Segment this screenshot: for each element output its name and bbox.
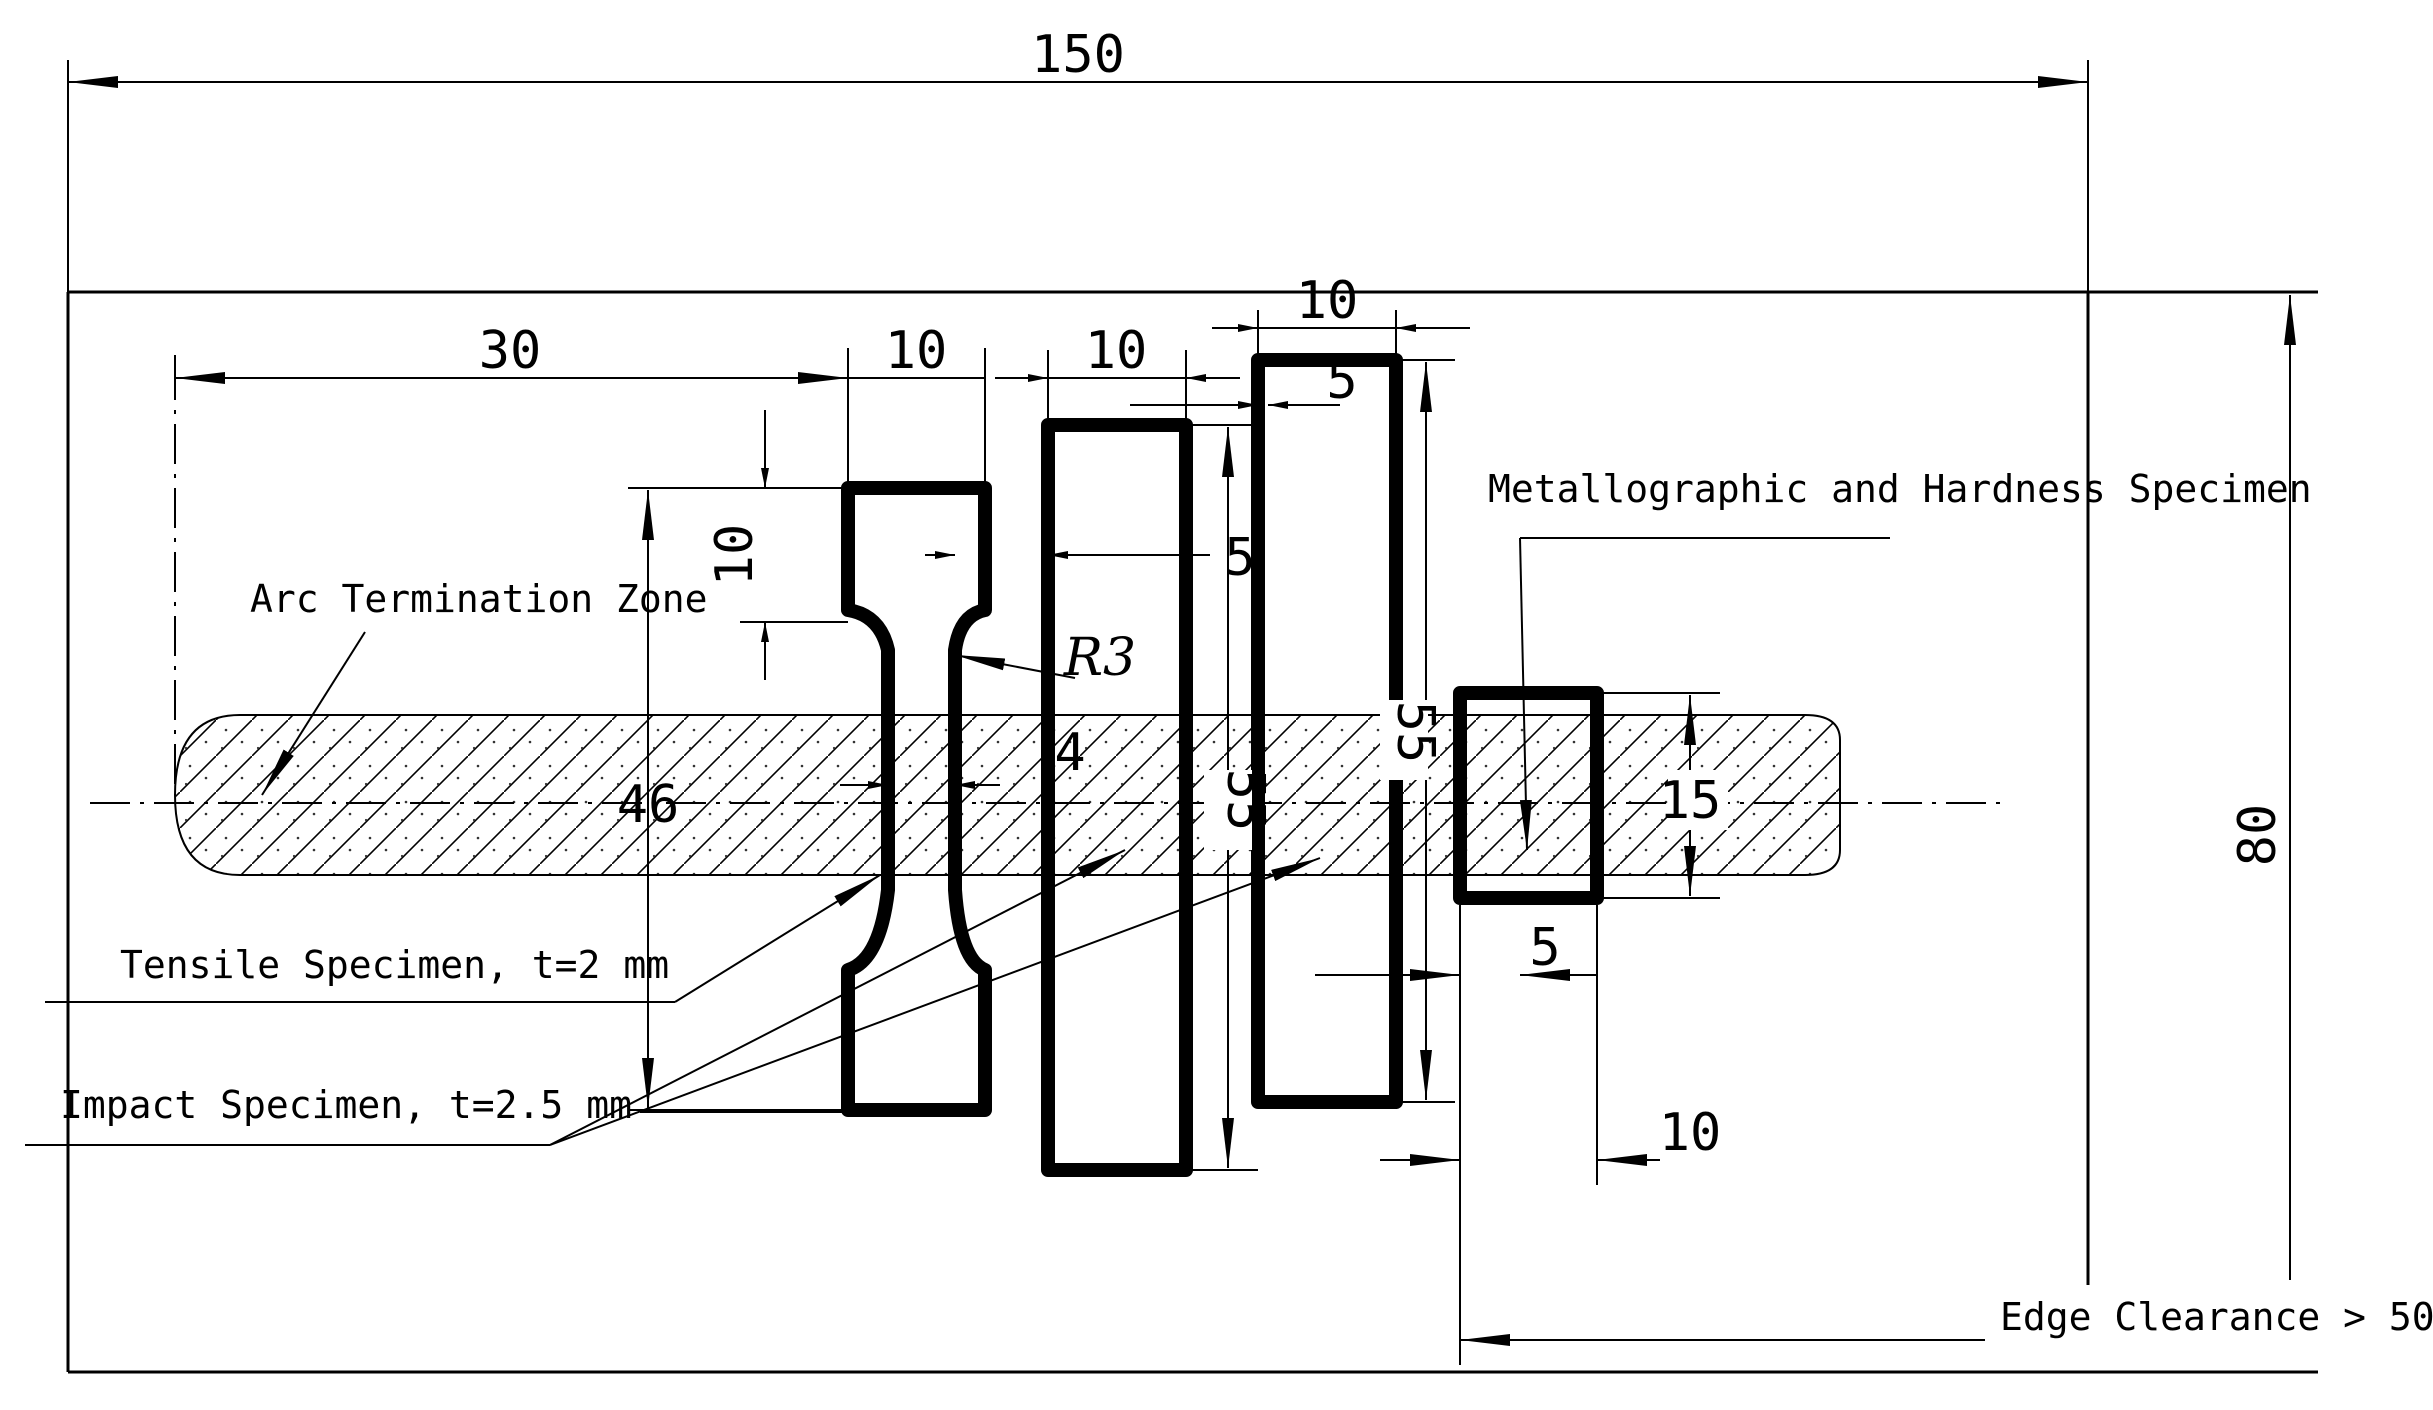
dim-5-impact-2-text: 5 <box>1326 351 1357 411</box>
metallographic-specimen <box>1453 686 1604 905</box>
dim-55-a: 55 <box>1186 424 1275 1171</box>
dim-55-b: 55 <box>1380 359 1455 1103</box>
dim-5-impact-2: 5 <box>1130 351 1455 411</box>
dim-150-text: 150 <box>1031 25 1125 85</box>
dim-r3: R3 <box>954 628 1136 688</box>
metallographic-label: Metallographic and Hardness Specimen <box>1488 467 2312 511</box>
dim-46-text: 46 <box>617 775 680 835</box>
tensile-label: Tensile Specimen, t=2 mm <box>120 943 669 987</box>
dim-r3-text: R3 <box>1063 628 1136 688</box>
dim-150: 150 <box>67 25 2089 292</box>
dim-4: 4 <box>840 723 1086 789</box>
tensile-specimen <box>841 481 992 1117</box>
dim-30-text: 30 <box>479 321 542 381</box>
dim-5-metallo-text: 5 <box>1529 918 1560 978</box>
dim-30: 30 <box>174 321 848 400</box>
impact-annotation: Impact Specimen, t=2.5 mm <box>25 849 1321 1146</box>
dim-10-impact-2-text: 10 <box>1296 271 1359 331</box>
dim-10-metallo-text: 10 <box>1659 1103 1722 1163</box>
dim-10-vertical: 10 <box>705 410 848 680</box>
impact-label: Impact Specimen, t=2.5 mm <box>60 1083 632 1127</box>
dim-10-impact-1: 10 <box>995 321 1240 425</box>
dim-15: 15 <box>1597 692 1728 899</box>
dim-10-metallo: 10 <box>1380 905 1721 1185</box>
weld-bead <box>173 714 1841 876</box>
dim-46: 46 <box>617 487 848 1111</box>
dim-10-tensile-text: 10 <box>885 321 948 381</box>
impact-specimen-1 <box>1041 418 1193 1177</box>
dim-10-vertical-text: 10 <box>705 524 765 587</box>
dim-15-text: 15 <box>1659 771 1722 831</box>
dim-edge-clearance: Edge Clearance > 50 mm <box>1459 905 2433 1365</box>
arc-termination-label: Arc Termination Zone <box>250 577 708 621</box>
dim-10-impact-2: 10 <box>1212 271 1470 360</box>
dim-10-impact-1-text: 10 <box>1085 321 1148 381</box>
dim-80: 80 <box>2088 291 2318 1373</box>
metallographic-annotation: Metallographic and Hardness Specimen <box>1488 467 2312 851</box>
dim-5-slot-text: 5 <box>1224 528 1255 588</box>
plate-outline <box>66 290 2318 1374</box>
dim-5-slot: 5 <box>925 528 1256 588</box>
dim-55-a-text: 55 <box>1215 769 1275 832</box>
dim-80-text: 80 <box>2228 804 2288 867</box>
arc-termination-annotation: Arc Termination Zone <box>250 577 708 796</box>
dim-5-metallo: 5 <box>1315 918 1597 981</box>
dim-55-b-text: 55 <box>1385 701 1445 764</box>
tensile-annotation: Tensile Specimen, t=2 mm <box>45 874 881 1003</box>
dim-10-tensile: 10 <box>847 321 986 488</box>
edge-clearance-label: Edge Clearance > 50 mm <box>2000 1295 2433 1339</box>
dim-4-text: 4 <box>1054 723 1085 783</box>
